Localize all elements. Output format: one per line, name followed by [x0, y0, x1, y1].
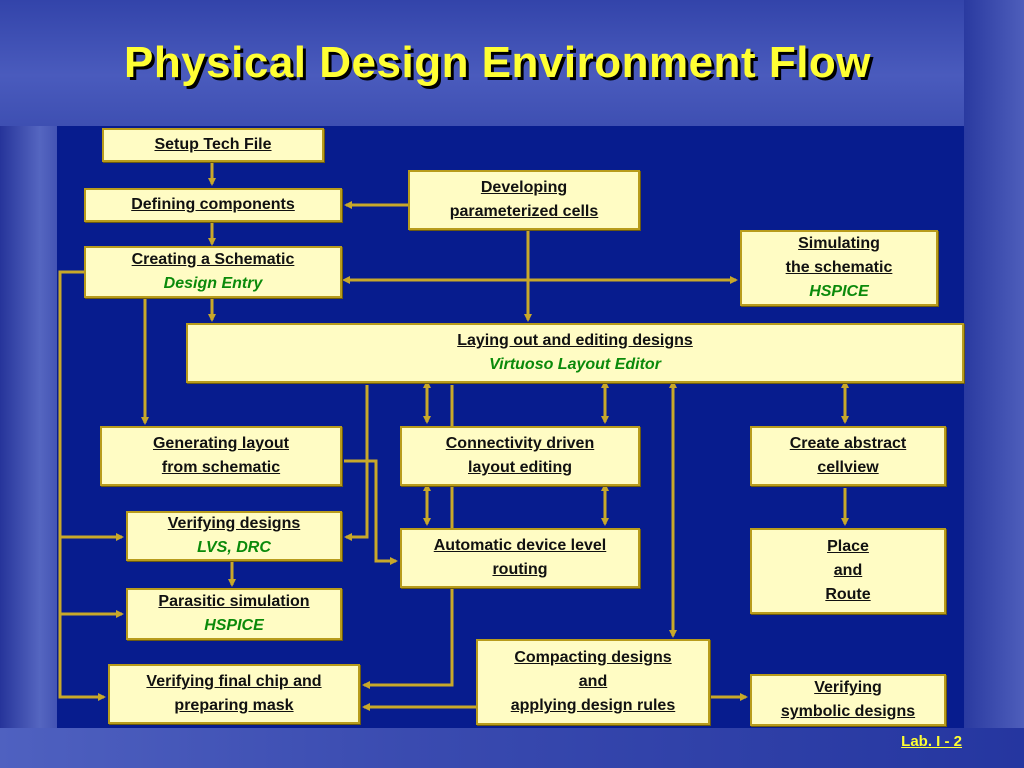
left-border [0, 0, 57, 768]
layout-editing-box: Laying out and editing designs Virtuoso … [186, 323, 964, 383]
compacting-line2: and [578, 673, 608, 690]
compacting-line1: Compacting designs [514, 649, 672, 666]
connectivity-line1: Connectivity driven [445, 435, 595, 452]
generating-layout-line1: Generating layout [152, 435, 290, 452]
simulating-line2: the schematic [785, 259, 893, 276]
layout-editor-tool: Virtuoso Layout Editor [489, 356, 661, 373]
setup-tech-file-box: Setup Tech File [102, 128, 324, 162]
simulating-schematic-box: Simulating the schematic HSPICE [740, 230, 938, 306]
defining-components-box: Defining components [84, 188, 342, 222]
verifying-final-box: Verifying final chip and preparing mask [108, 664, 360, 724]
place-route-line3: Route [825, 586, 871, 603]
place-route-line1: Place [827, 538, 869, 555]
auto-routing-box: Automatic device level routing [400, 528, 640, 588]
design-entry-tool: Design Entry [163, 275, 263, 292]
verifying-designs-label: Verifying designs [167, 515, 301, 532]
place-route-line2: and [833, 562, 863, 579]
slide-title: Physical Design Environment Flow [123, 38, 872, 87]
developing-pcells-box: Developing parameterized cells [408, 170, 640, 230]
verifying-designs-box: Verifying designs LVS, DRC [126, 511, 342, 561]
slide-number: Lab. I - 2 [901, 733, 962, 750]
title-band [0, 0, 964, 126]
auto-routing-line1: Automatic device level [433, 537, 607, 554]
compacting-line3: applying design rules [510, 697, 676, 714]
simulating-line1: Simulating [798, 235, 880, 252]
connectivity-line2: layout editing [468, 459, 572, 476]
create-abstract-box: Create abstract cellview [750, 426, 946, 486]
auto-routing-line2: routing [492, 561, 548, 578]
creating-schematic-label: Creating a Schematic [131, 251, 295, 268]
parasitic-sim-box: Parasitic simulation HSPICE [126, 588, 342, 640]
create-abstract-line2: cellview [817, 459, 879, 476]
defining-components-label: Defining components [131, 196, 295, 213]
verifying-symbolic-line2: symbolic designs [780, 703, 916, 720]
create-abstract-line1: Create abstract [789, 435, 907, 452]
connectivity-driven-box: Connectivity driven layout editing [400, 426, 640, 486]
verifying-final-line2: preparing mask [174, 697, 294, 714]
verifying-symbolic-box: Verifying symbolic designs [750, 674, 946, 726]
simulating-tool: HSPICE [809, 283, 869, 300]
compacting-box: Compacting designs and applying design r… [476, 639, 710, 725]
developing-pcells-line2: parameterized cells [449, 203, 599, 220]
place-route-box: Place and Route [750, 528, 946, 614]
generating-layout-line2: from schematic [161, 459, 281, 476]
setup-tech-file-label: Setup Tech File [154, 136, 272, 153]
parasitic-sim-tool: HSPICE [204, 617, 264, 634]
developing-pcells-line1: Developing [480, 179, 568, 196]
layout-editing-label: Laying out and editing designs [457, 332, 693, 349]
right-border [964, 0, 1024, 768]
lvs-drc-tool: LVS, DRC [197, 539, 271, 556]
creating-schematic-box: Creating a Schematic Design Entry [84, 246, 342, 298]
verifying-symbolic-line1: Verifying [814, 679, 882, 696]
generating-layout-box: Generating layout from schematic [100, 426, 342, 486]
footer-band [0, 728, 1024, 768]
verifying-final-line1: Verifying final chip and [146, 673, 322, 690]
parasitic-sim-label: Parasitic simulation [158, 593, 310, 610]
